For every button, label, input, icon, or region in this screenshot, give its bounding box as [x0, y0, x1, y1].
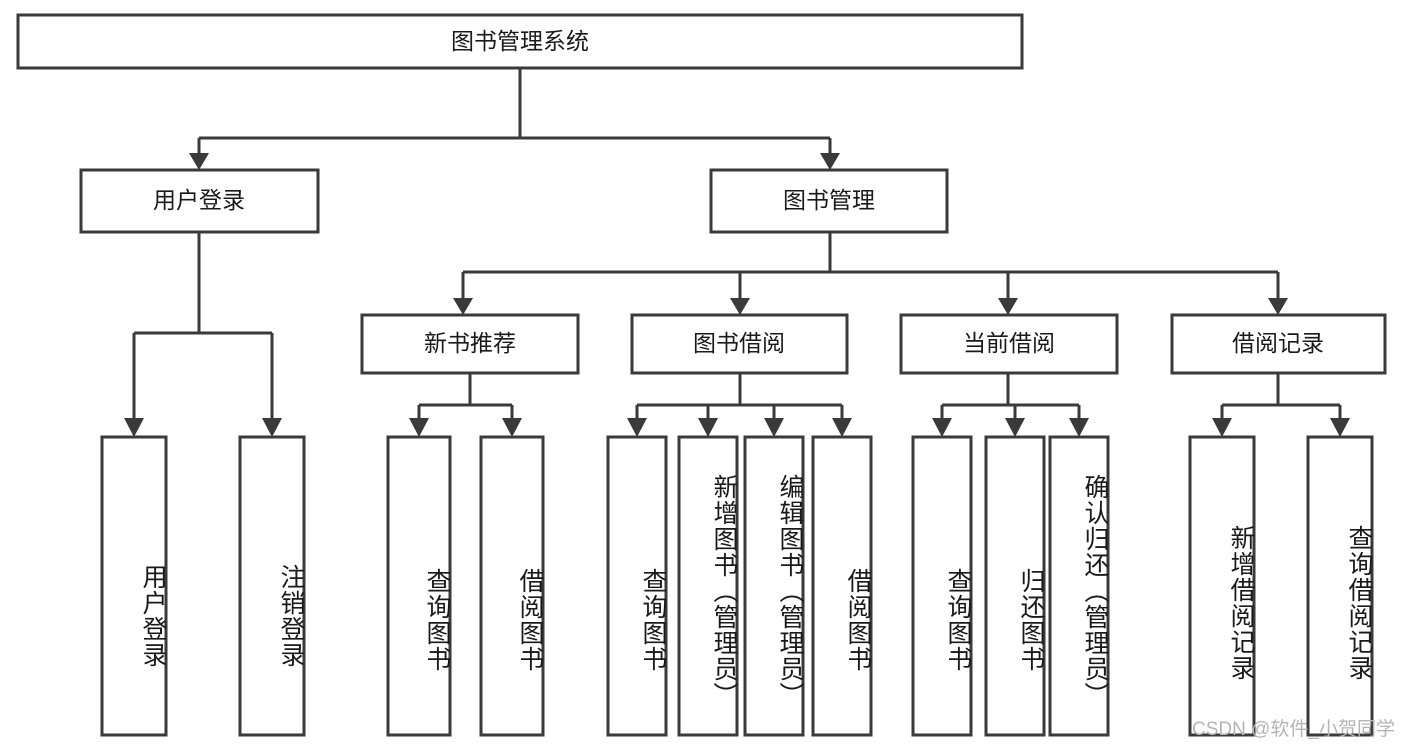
label-root: 图书管理系统 — [451, 28, 589, 54]
node-box-leaf-logout[interactable] — [238, 435, 306, 737]
arrow-head-leaf-query-book-1 — [409, 418, 429, 437]
arrow-head-leaf-add-book — [698, 418, 718, 437]
arrow-head-book-borrow — [730, 298, 750, 315]
node-box-current-borrow[interactable] — [899, 313, 1119, 375]
node-box-leaf-borrow-book-2[interactable] — [811, 435, 873, 737]
node-box-root[interactable] — [16, 13, 1024, 70]
arrow-head-user-login — [189, 153, 209, 170]
node-box-leaf-add-book[interactable] — [677, 435, 739, 737]
arrow-head-book-management — [820, 153, 840, 170]
node-box-leaf-query-record[interactable] — [1306, 435, 1374, 737]
arrow-head-leaf-borrow-book-1 — [502, 418, 522, 437]
horizontal-labels-group: 图书管理系统 用户登录 图书管理 新书推荐 图书借阅 当前借阅 借阅记录 — [153, 28, 1324, 356]
arrow-head-leaf-confirm-return — [1069, 418, 1089, 437]
node-box-user-login[interactable] — [79, 168, 320, 234]
arrow-head-leaf-query-book-3 — [932, 418, 952, 437]
node-box-leaf-borrow-book-1[interactable] — [479, 435, 545, 737]
label-borrow-records: 借阅记录 — [1232, 330, 1324, 356]
node-box-leaf-add-record[interactable] — [1188, 435, 1256, 737]
arrow-head-leaf-logout — [262, 418, 282, 437]
node-box-leaf-query-book-1[interactable] — [386, 435, 452, 737]
label-book-management: 图书管理 — [783, 187, 875, 213]
node-box-leaf-edit-book[interactable] — [743, 435, 805, 737]
node-boxes-group — [16, 13, 1387, 737]
arrow-head-current-borrow — [998, 298, 1018, 315]
arrow-head-leaf-borrow-book-2 — [832, 418, 852, 437]
node-box-leaf-query-book-2[interactable] — [606, 435, 668, 737]
node-box-leaf-query-book-3[interactable] — [911, 435, 973, 737]
arrow-head-leaf-return-book — [1005, 418, 1025, 437]
label-book-borrow: 图书借阅 — [693, 330, 785, 356]
label-new-book-recommend: 新书推荐 — [424, 330, 516, 356]
label-current-borrow: 当前借阅 — [963, 330, 1055, 356]
arrow-head-leaf-query-record — [1330, 418, 1350, 437]
arrow-head-new-book-recommend — [453, 298, 473, 315]
node-box-leaf-return-book[interactable] — [984, 435, 1046, 737]
arrow-head-leaf-add-record — [1212, 418, 1232, 437]
arrow-head-borrow-records — [1268, 298, 1288, 315]
node-box-leaf-user-login[interactable] — [100, 435, 168, 737]
arrow-head-leaf-edit-book — [764, 418, 784, 437]
arrow-head-leaf-query-book-2 — [627, 418, 647, 437]
csdn-watermark: CSDN @软件_小贺同学 — [1192, 719, 1395, 740]
arrow-head-leaf-user-login — [124, 418, 144, 437]
node-box-new-book-recommend[interactable] — [360, 313, 580, 375]
label-user-login: 用户登录 — [153, 187, 245, 213]
node-box-leaf-confirm-return[interactable] — [1048, 435, 1110, 737]
connectors-group — [124, 68, 1350, 437]
